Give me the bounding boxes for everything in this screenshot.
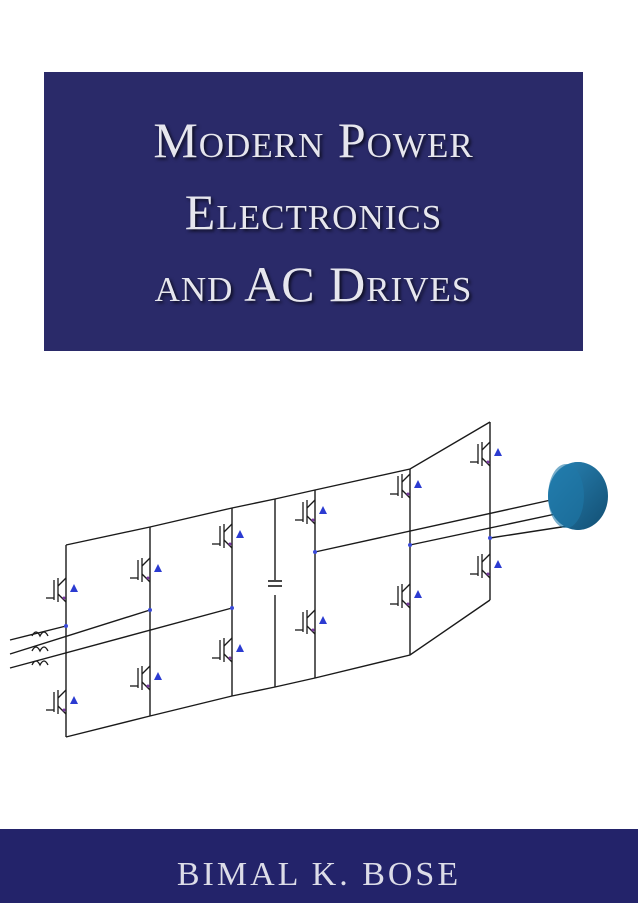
ac-motor-icon [548, 462, 608, 530]
title-line-3: and AC Drives [154, 255, 473, 312]
igbt-switches [46, 441, 502, 715]
author-name: BIMAL K. BOSE [176, 856, 462, 893]
igbt-with-diode-icon [46, 577, 78, 603]
igbt-with-diode-icon [130, 665, 162, 691]
capacitor-icon [268, 580, 282, 587]
title-line-2: Electronics [184, 183, 443, 240]
converter-circuit-illustration [9, 421, 608, 738]
igbt-with-diode-icon [390, 583, 422, 609]
igbt-with-diode-icon [295, 609, 327, 635]
igbt-with-diode-icon [212, 523, 244, 549]
dc-bus-and-wiring [9, 421, 569, 738]
igbt-with-diode-icon [295, 499, 327, 525]
igbt-with-diode-icon [46, 689, 78, 715]
igbt-with-diode-icon [470, 441, 502, 467]
igbt-with-diode-icon [212, 637, 244, 663]
igbt-with-diode-icon [390, 473, 422, 499]
igbt-with-diode-icon [130, 557, 162, 583]
igbt-with-diode-icon [470, 553, 502, 579]
junction-dots [64, 536, 492, 628]
title-panel: Modern Power Electronics and AC Drives [44, 72, 583, 351]
title-line-1: Modern Power [153, 111, 474, 168]
inductor-icon [31, 631, 49, 667]
author-band: BIMAL K. BOSE [0, 829, 638, 903]
